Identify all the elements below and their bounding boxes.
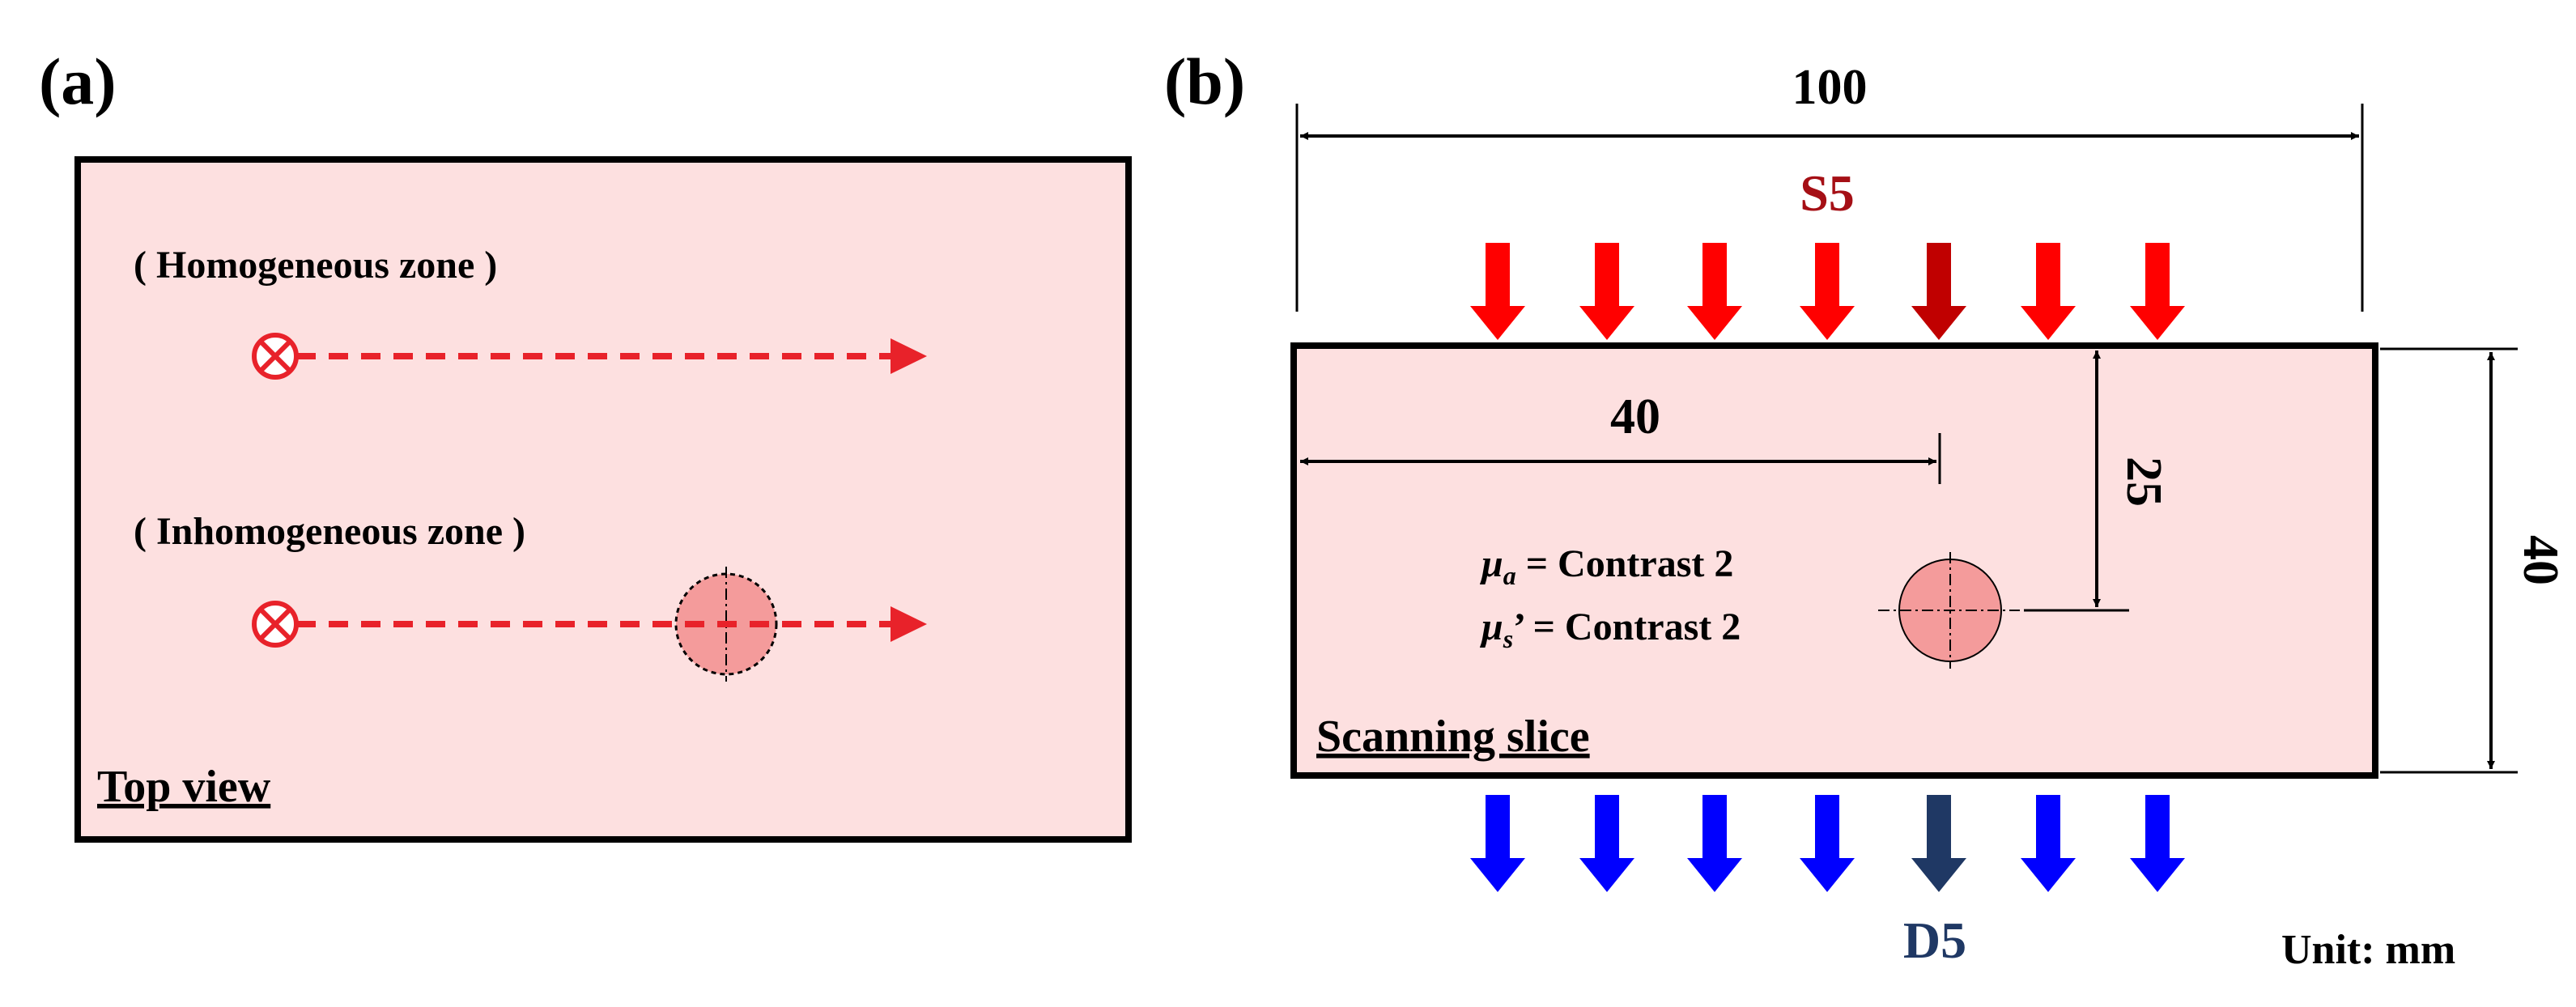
inhomogeneous-scan-path: [252, 567, 927, 682]
scanning-slice-label: Scanning slice: [1316, 712, 1590, 762]
source-arrow-1: [1470, 243, 1525, 340]
top-view-label: Top view: [97, 762, 271, 812]
detector-arrow-1: [1470, 795, 1525, 892]
side-view-inclusion: [1878, 552, 2020, 669]
absorption-contrast-label: μa = Contrast 2: [1479, 542, 1733, 590]
homogeneous-scan-path: [252, 333, 927, 380]
source-label: S5: [1800, 164, 1855, 222]
width-dimension-label: 100: [1792, 60, 1868, 115]
detector-arrow-6: [2021, 795, 2076, 892]
detector-arrow-5: [1911, 795, 1966, 892]
source-arrow-2: [1579, 243, 1634, 340]
panel-b-label: (b): [1164, 45, 1245, 118]
homogeneous-zone-label: ( Homogeneous zone ): [134, 244, 497, 287]
inclusion-depth-dimension: 25: [2024, 351, 2171, 612]
scan-direction-arrowhead: [891, 606, 927, 642]
detector-arrow-row: [1470, 795, 2185, 892]
source-arrow-row: [1470, 243, 2185, 340]
top-view-phantom: [74, 156, 1132, 843]
panel-a-label: (a): [39, 45, 117, 118]
source-arrow-5: [1911, 243, 1966, 340]
panel-a: (a) ( Homogeneous zone ) ( Inhomogeneous…: [39, 45, 1132, 843]
detector-label: D5: [1903, 911, 1966, 969]
into-page-source-icon: [252, 601, 299, 648]
height-dimension: 40: [2380, 347, 2568, 774]
height-dimension-label: 40: [2513, 535, 2568, 585]
inhomogeneous-zone-label: ( Inhomogeneous zone ): [134, 510, 525, 553]
scattering-contrast-label: μs’ = Contrast 2: [1479, 605, 1741, 653]
source-arrow-6: [2021, 243, 2076, 340]
detector-arrow-2: [1579, 795, 1634, 892]
source-arrow-3: [1687, 243, 1742, 340]
detector-arrow-3: [1687, 795, 1742, 892]
inclusion-x-dimension: 40: [1300, 389, 1941, 484]
inclusion-depth-dimension-label: 25: [2116, 457, 2171, 507]
into-page-source-icon: [252, 333, 299, 380]
panel-b: (b) 100 S5 40 25: [1164, 45, 2568, 973]
unit-label: Unit: mm: [2281, 927, 2455, 973]
scan-direction-arrowhead: [891, 338, 927, 374]
source-arrow-7: [2130, 243, 2185, 340]
side-view-phantom: [1290, 342, 2378, 779]
inclusion-x-dimension-label: 40: [1610, 389, 1660, 444]
detector-arrow-4: [1800, 795, 1855, 892]
source-arrow-4: [1800, 243, 1855, 340]
detector-arrow-7: [2130, 795, 2185, 892]
width-dimension: 100: [1295, 60, 2364, 312]
